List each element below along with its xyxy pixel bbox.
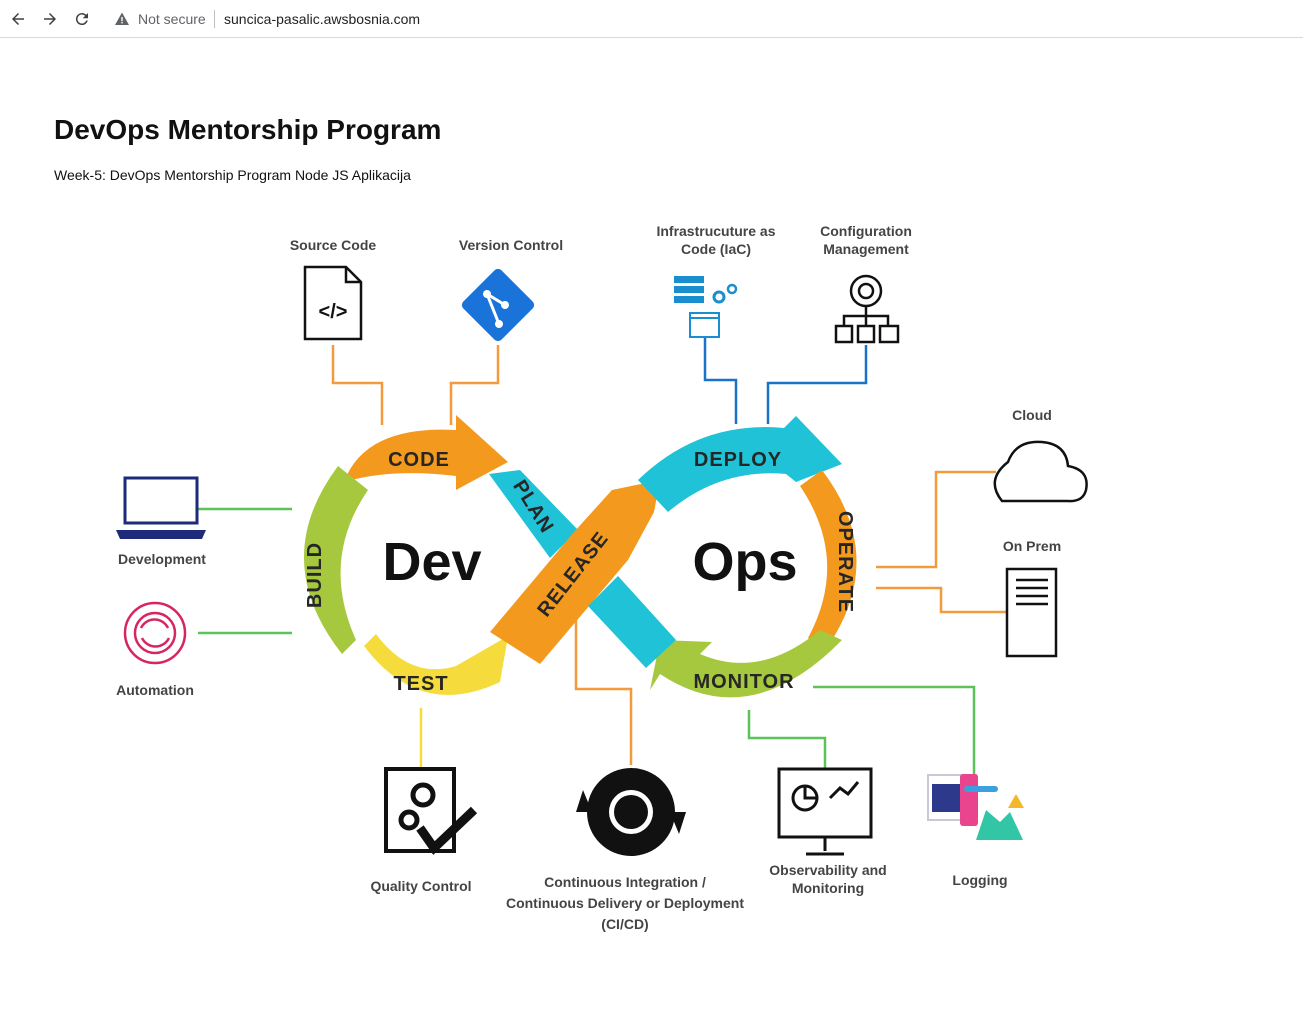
automation-icon [123,601,187,665]
logging-label: Logging [952,872,1007,888]
on-prem-label: On Prem [1003,538,1061,554]
deploy-segment [638,416,842,512]
logging-icon [927,774,1024,840]
observability-label-line2: Monitoring [792,880,864,896]
arrow-left-icon [12,13,24,25]
quality-control-label: Quality Control [370,878,471,894]
automation-label: Automation [116,682,194,698]
reload-button[interactable] [70,7,94,31]
ops-loop [588,416,857,698]
release-segment [490,480,660,664]
operate-segment [800,470,857,652]
monitor-label: MONITOR [693,671,794,693]
page-subtitle: Week-5: DevOps Mentorship Program Node J… [54,167,411,183]
operate-label: OPERATE [834,511,856,613]
ops-teal-wedge [588,576,676,668]
code-glyph: </> [319,301,348,323]
connector-lines [198,338,1006,778]
security-status[interactable]: Not secure [138,11,206,27]
iac-icon [674,276,738,338]
cloud-icon [993,440,1088,503]
warning-icon [115,12,129,25]
iac-label-line1: Infrastrucuture as [656,223,775,239]
source-code-label: Source Code [290,237,377,253]
url-text[interactable]: suncica-pasalic.awsbosnia.com [224,11,421,27]
ops-title: Ops [692,532,797,592]
build-label: BUILD [304,542,326,608]
back-button[interactable] [6,7,30,31]
development-label: Development [118,551,206,567]
test-label: TEST [393,673,448,695]
test-segment [364,634,508,695]
address-divider [214,10,215,28]
plan-label: PLAN [508,476,558,537]
build-segment [303,466,368,654]
server-icon [1005,567,1058,658]
release-label: RELEASE [533,528,613,622]
monitor-segment [650,630,842,698]
config-management-icon [834,274,900,344]
config-label-line1: Configuration [820,223,912,239]
forward-button[interactable] [38,7,62,31]
cloud-label: Cloud [1012,407,1052,423]
address-bar[interactable]: Not secure suncica-pasalic.awsbosnia.com [104,3,1299,34]
dev-title: Dev [382,532,481,592]
observability-label-line1: Observability and [769,862,886,878]
plan-segment [489,470,578,558]
code-label: CODE [388,449,450,471]
quality-control-icon [384,767,478,855]
iac-label-line2: Code (IaC) [681,241,751,257]
config-label-line2: Management [823,241,909,257]
deploy-label: DEPLOY [694,449,782,471]
code-segment [344,415,508,490]
cicd-label-line2: Continuous Delivery or Deployment [506,895,744,911]
cicd-label-line3: (CI/CD) [601,916,648,932]
version-control-label: Version Control [459,237,563,253]
arrow-right-icon [44,13,56,25]
cicd-label-line1: Continuous Integration / [544,874,706,890]
git-icon [461,268,535,342]
reload-icon [75,13,88,26]
cicd-icon [576,768,686,856]
source-code-icon: </> [303,265,363,341]
monitoring-icon [777,767,873,856]
page-title: DevOps Mentorship Program [54,114,442,145]
dev-loop [303,415,578,695]
browser-toolbar: Not secure suncica-pasalic.awsbosnia.com [0,0,1303,38]
laptop-icon [116,476,206,539]
